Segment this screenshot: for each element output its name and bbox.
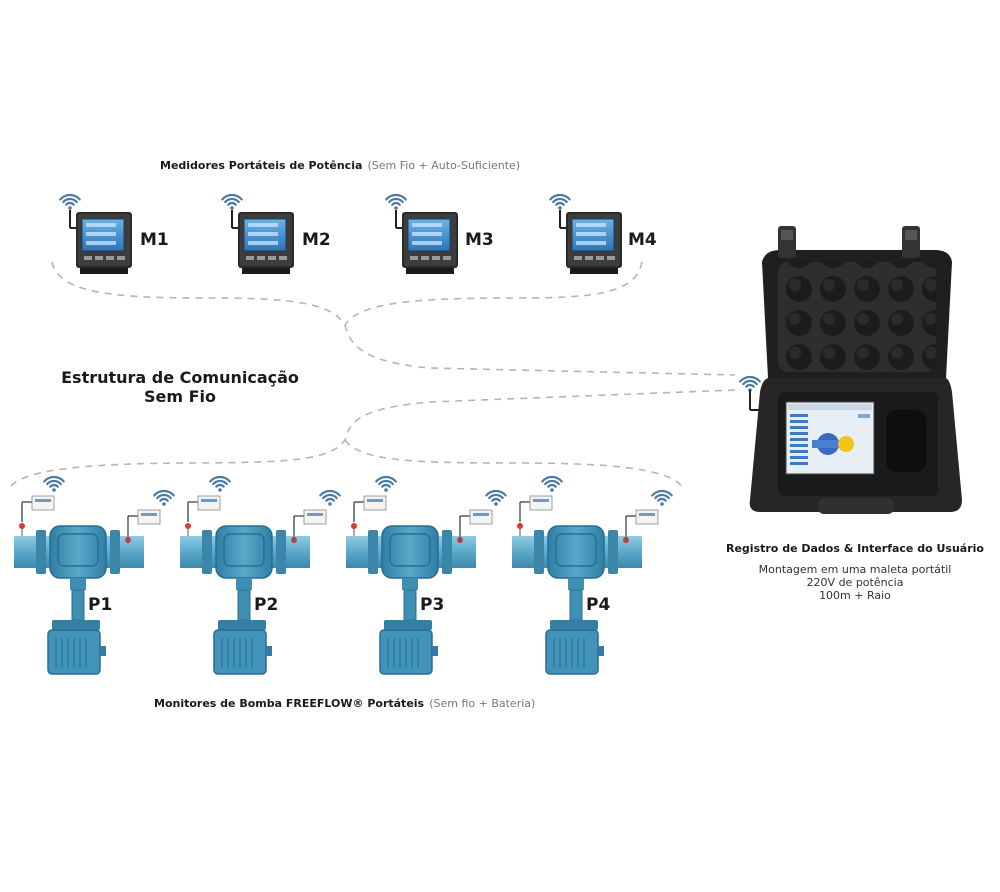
dashed-link-pumps: [7, 389, 736, 491]
pump-label-p4: P4: [586, 595, 611, 615]
wifi-icon: [385, 193, 407, 210]
logger-line-3: 100m + Raio: [819, 589, 891, 602]
power-meter-icon: [231, 210, 294, 274]
wifi-icon: [319, 489, 341, 506]
logger-line-1: Montagem em uma maleta portátil: [758, 563, 952, 576]
meter-label-m4: M4: [628, 230, 657, 250]
meter-label-m1: M1: [140, 230, 169, 250]
pumps-caption-title: Monitores de Bomba FREEFLOW® Portáteis: [154, 697, 425, 710]
wifi-icon: [739, 375, 761, 392]
wifi-icon: [375, 475, 397, 492]
communication-structure-title: Estrutura de Comunicação Sem Fio: [40, 368, 320, 406]
carrying-case-icon: [749, 226, 962, 514]
power-meter-icon: [395, 210, 458, 274]
wifi-icon: [541, 475, 563, 492]
meters-caption: Medidores Portáteis de Potência (Sem Fio…: [160, 154, 520, 173]
dashed-link-meters: [51, 261, 736, 376]
meters-caption-note: (Sem Fio + Auto-Suficiente): [367, 159, 521, 172]
wifi-icon: [651, 489, 673, 506]
pump-icon: [346, 495, 493, 675]
pump-label-p2: P2: [254, 595, 279, 615]
meter-label-m2: M2: [302, 230, 331, 250]
wifi-icon: [549, 193, 571, 210]
meters-caption-title: Medidores Portáteis de Potência: [160, 159, 363, 172]
logger-title: Registro de Dados & Interface do Usuário: [726, 542, 984, 555]
power-meter-icon: [559, 210, 622, 274]
logger-line-2: 220V de potência: [806, 576, 904, 589]
meter-label-m3: M3: [465, 230, 494, 250]
structure-title-line-2: Sem Fio: [143, 387, 217, 406]
pump-icon: [512, 495, 659, 675]
logger-description: Registro de Dados & Interface do Usuário…: [720, 542, 990, 602]
pump-label-p3: P3: [420, 595, 445, 615]
power-meter-icon: [69, 210, 132, 274]
wifi-icon: [43, 475, 65, 492]
wifi-icon: [59, 193, 81, 210]
pump-icon: [14, 495, 161, 675]
pump-icon: [180, 495, 327, 675]
pump-label-p1: P1: [88, 595, 113, 615]
structure-title-line-1: Estrutura de Comunicação: [61, 368, 299, 387]
wifi-icon: [221, 193, 243, 210]
pumps-caption-note: (Sem fio + Bateria): [429, 697, 536, 710]
wifi-icon: [153, 489, 175, 506]
wifi-icon: [209, 475, 231, 492]
pumps-caption: Monitores de Bomba FREEFLOW® Portáteis (…: [154, 692, 535, 711]
wifi-icon: [485, 489, 507, 506]
